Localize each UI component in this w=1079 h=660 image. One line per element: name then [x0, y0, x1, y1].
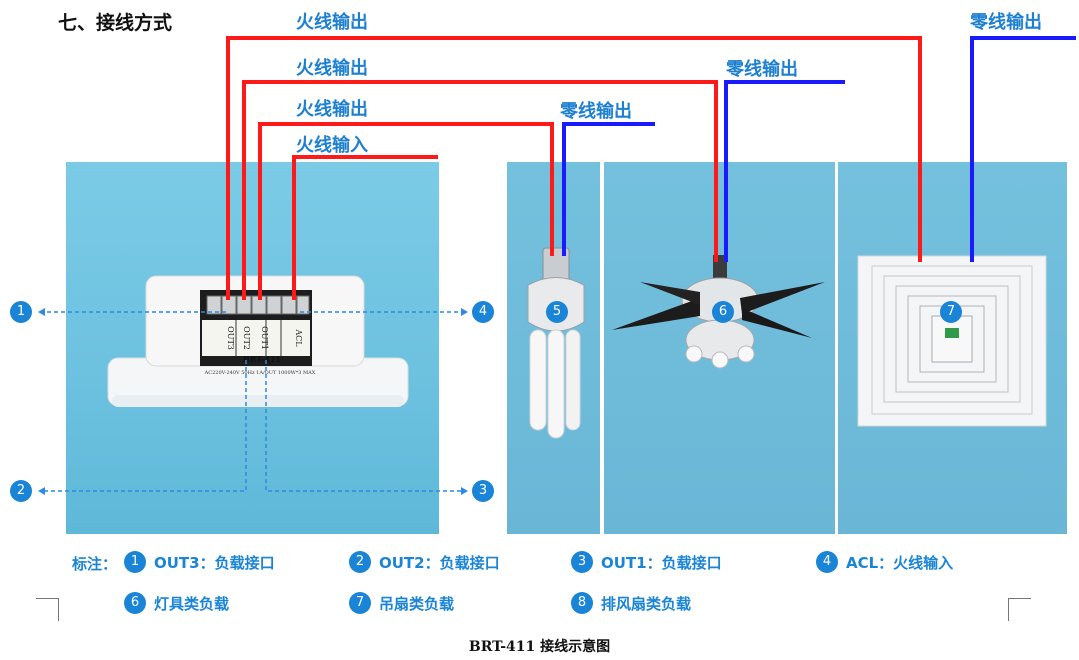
- diagram-caption: BRT-411 接线示意图: [468, 639, 611, 655]
- crop-mark-right: [1008, 598, 1031, 621]
- legend-item-3: 3 OUT1：负载接口: [571, 551, 722, 573]
- legend-number: 1: [124, 551, 146, 573]
- terminal-label-out3: OUT3: [226, 326, 235, 350]
- device-rating-label: AC220V-240V 50Hz 1A/OUT 1000W*3 MAX: [204, 370, 316, 376]
- terminal-label-acl: ACL: [294, 328, 303, 347]
- legend-number: 3: [571, 551, 593, 573]
- terminal-label-out1: OUT1: [260, 326, 269, 350]
- crop-mark-left: [36, 598, 59, 621]
- marker-6: 6: [712, 301, 734, 323]
- label-neutral-out-vent: 零线输出: [970, 12, 1042, 33]
- pointer-lines: [40, 311, 466, 492]
- marker-5: 5: [546, 301, 568, 323]
- marker-7: 7: [940, 301, 962, 323]
- legend-item-2: 2 OUT2：负载接口: [349, 551, 500, 573]
- legend-text: 排风扇类负载: [601, 594, 692, 613]
- legend-number: 2: [349, 551, 371, 573]
- marker-2: 2: [10, 480, 32, 502]
- section-title: 七、接线方式: [58, 12, 173, 34]
- label-neutral-out-fan: 零线输出: [726, 59, 798, 80]
- legend-text: ACL：火线输入: [846, 553, 954, 572]
- legend-item-8: 8 排风扇类负载: [571, 592, 691, 614]
- exhaust-vent-icon: [857, 255, 1047, 427]
- device-model-label: BRT-411: [243, 354, 281, 364]
- label-live-out-top: 火线输出: [296, 12, 368, 33]
- legend-item-4: 4 ACL：火线输入: [816, 551, 953, 573]
- pointer-arrowheads: [38, 308, 468, 495]
- marker-1: 1: [10, 301, 32, 323]
- legend-note-label: 标注：: [72, 555, 118, 573]
- label-live-out-3: 火线输出: [296, 99, 368, 120]
- legend-number: 4: [816, 551, 838, 573]
- legend-item-7: 7 吊扇类负载: [349, 592, 454, 614]
- light-bulb-icon: [527, 247, 585, 439]
- legend-number: 7: [349, 592, 371, 614]
- legend-number: 6: [124, 592, 146, 614]
- marker-4: 4: [472, 301, 494, 323]
- legend-text: OUT1：负载接口: [601, 553, 722, 572]
- live-wires: [226, 36, 922, 300]
- legend-item-6: 6 灯具类负载: [124, 592, 229, 614]
- label-neutral-out-bulb: 零线输出: [560, 101, 632, 122]
- switch-device: [107, 275, 409, 407]
- legend-text: 灯具类负载: [154, 594, 230, 613]
- legend-text: OUT3：负载接口: [154, 553, 275, 572]
- legend-number: 8: [571, 592, 593, 614]
- legend-text: OUT2：负载接口: [379, 553, 500, 572]
- label-live-in: 火线输入: [296, 135, 368, 156]
- terminal-label-out2: OUT2: [242, 326, 251, 350]
- label-live-out-2: 火线输出: [296, 58, 368, 79]
- neutral-wires: [562, 36, 1076, 262]
- ceiling-fan-icon: [612, 255, 825, 369]
- marker-3: 3: [472, 480, 494, 502]
- legend-text: 吊扇类负载: [379, 594, 455, 613]
- legend-item-1: 1 OUT3：负载接口: [124, 551, 275, 573]
